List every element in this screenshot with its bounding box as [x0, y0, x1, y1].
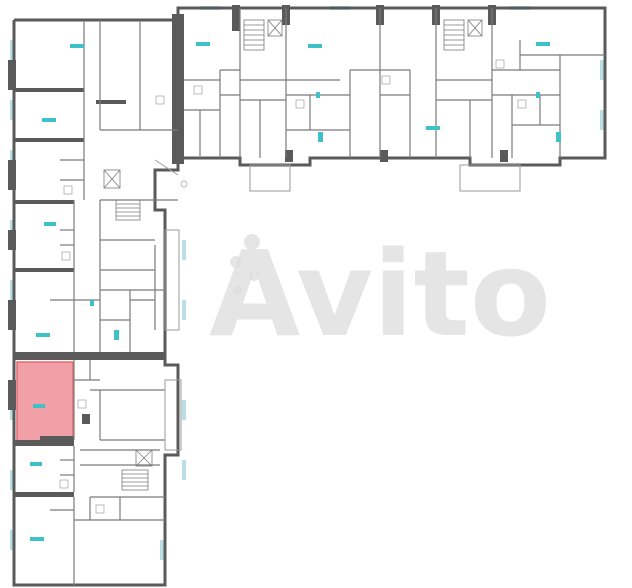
column: [82, 414, 90, 424]
interior-walls-left: [50, 20, 178, 585]
apartment-tag[interactable]: [70, 44, 84, 48]
column: [232, 5, 240, 31]
apartment-tag[interactable]: [318, 132, 323, 142]
apartment-tag[interactable]: [316, 92, 320, 98]
apartment-tag[interactable]: [556, 132, 561, 142]
apartment-tag[interactable]: [426, 126, 440, 130]
avito-logo-dot: [244, 234, 260, 250]
column: [14, 492, 74, 497]
elevator-icon: [135, 449, 153, 467]
stair-icon: [121, 469, 149, 491]
column: [8, 380, 16, 410]
column: [96, 100, 126, 104]
avito-watermark: Avito: [209, 225, 551, 363]
column: [380, 150, 388, 162]
stair-icon: [243, 19, 265, 51]
balcony: [459, 164, 521, 192]
fixtures: [59, 59, 527, 514]
apartment-tag[interactable]: [196, 42, 210, 46]
selected-apartment[interactable]: [16, 361, 74, 443]
window: [182, 300, 186, 320]
apartment-tag[interactable]: [36, 333, 50, 337]
column: [14, 440, 74, 446]
top-wing-wall: [176, 6, 607, 167]
balcony: [249, 164, 291, 192]
column: [172, 14, 184, 164]
elevators: [103, 19, 483, 467]
window: [182, 400, 186, 420]
balcony: [164, 379, 182, 451]
column: [8, 230, 16, 250]
column: [500, 150, 508, 162]
window: [160, 540, 164, 560]
apartment-tag[interactable]: [308, 44, 322, 48]
column: [14, 352, 164, 360]
apartment-tag[interactable]: [33, 404, 45, 408]
column: [285, 150, 293, 162]
column: [40, 436, 74, 442]
window: [182, 240, 186, 260]
elevator-icon: [103, 169, 121, 189]
window: [10, 100, 14, 120]
window: [10, 530, 14, 550]
balcony: [164, 229, 180, 331]
column: [14, 138, 84, 142]
window: [10, 470, 14, 490]
apartment-tag[interactable]: [536, 92, 540, 98]
window: [600, 60, 604, 80]
stairs: [115, 19, 465, 491]
window: [600, 110, 604, 130]
elevator-icon: [267, 19, 283, 37]
apartment-tag[interactable]: [30, 462, 42, 466]
apartment-tag[interactable]: [42, 118, 56, 122]
apartment-tag[interactable]: [536, 42, 550, 46]
window: [182, 460, 186, 480]
column: [8, 60, 16, 90]
elevator-icon: [467, 19, 483, 37]
avito-logo-dot: [249, 271, 259, 281]
stair-icon: [443, 19, 465, 51]
apartment-tag[interactable]: [30, 537, 44, 541]
column: [14, 88, 84, 92]
apartment-tag[interactable]: [90, 300, 94, 306]
column: [8, 300, 16, 330]
balconies: [154, 159, 521, 451]
column: [14, 200, 74, 204]
column: [14, 268, 74, 272]
window: [10, 40, 14, 60]
apartment-tag[interactable]: [114, 330, 119, 340]
avito-logo-dot: [234, 286, 242, 294]
apartment-tag[interactable]: [44, 222, 56, 226]
avito-logo-dot: [230, 256, 242, 268]
stair-icon: [115, 199, 141, 221]
left-wing-wall: [12, 20, 180, 587]
window: [10, 280, 14, 300]
column: [8, 160, 16, 190]
apartment-tags: [30, 42, 561, 541]
interior-walls-top: [184, 8, 605, 158]
